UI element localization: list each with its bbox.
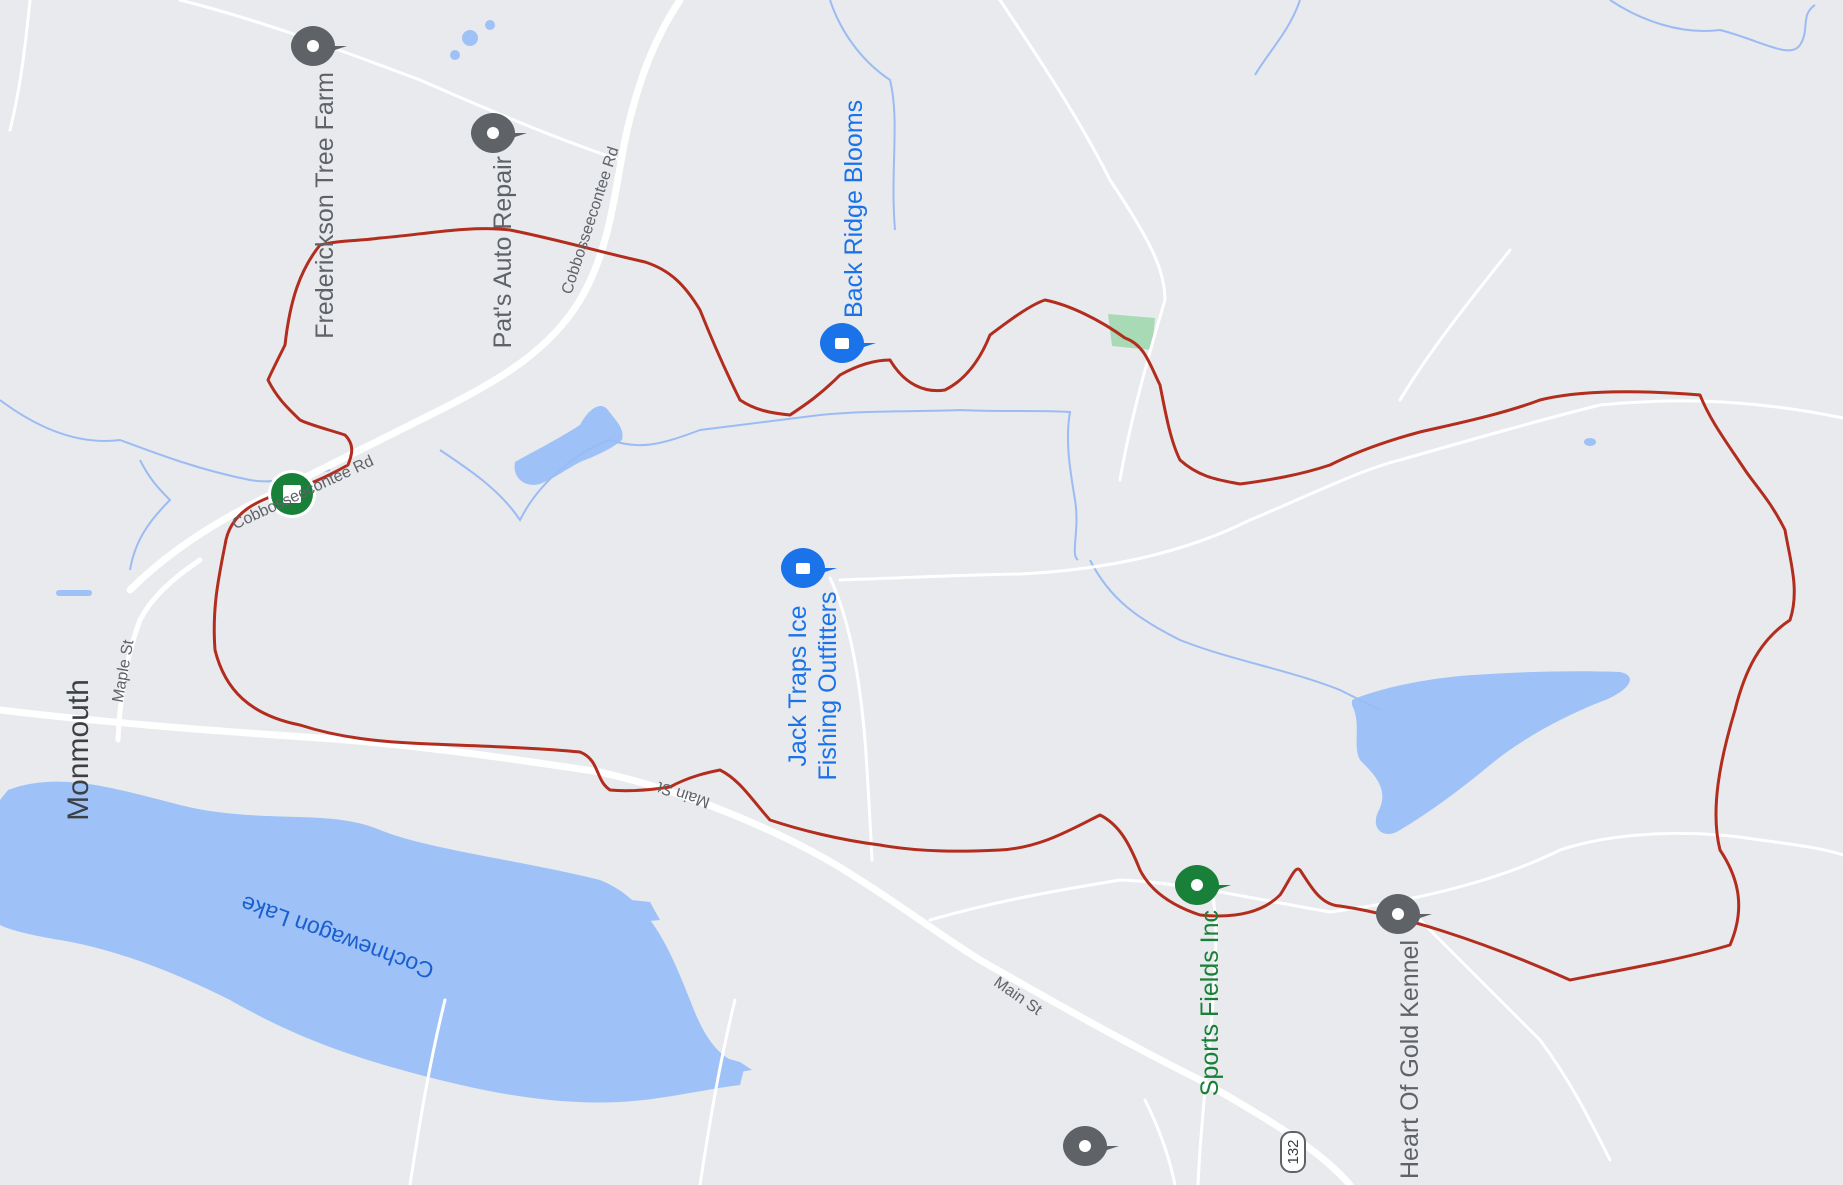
local-road	[1196, 878, 1218, 1185]
local-road	[408, 998, 447, 1185]
poi-pin-sports-fields[interactable]	[1175, 865, 1231, 905]
small-pond	[514, 405, 623, 485]
stop-square-icon	[283, 485, 301, 503]
route-shield-label: 132	[1285, 1139, 1302, 1164]
town-label-monmouth: Monmouth	[62, 679, 95, 821]
cochnewagon-lake	[0, 781, 745, 1103]
poi-label-back-ridge[interactable]: Back Ridge Blooms	[840, 100, 868, 318]
water-features	[0, 20, 1630, 1103]
route-start-marker[interactable]	[268, 470, 316, 518]
local-road	[1143, 1098, 1177, 1185]
local-road	[828, 576, 874, 862]
poi-label-sports-fields[interactable]: Sports Fields Inc	[1196, 910, 1224, 1096]
streams	[0, 0, 1816, 711]
stream	[1609, 0, 1816, 52]
local-road	[838, 458, 1402, 582]
poi-label-frederickson[interactable]: Frederickson Tree Farm	[311, 72, 339, 339]
stream	[829, 0, 896, 231]
eastern-pond	[1352, 671, 1630, 834]
local-road	[1418, 918, 1612, 1162]
cobbosseecontee-rd-road	[126, 0, 684, 594]
poi-pin-heart-of-gold[interactable]	[1376, 894, 1432, 934]
poi-pin-frederickson[interactable]	[291, 26, 347, 66]
bag-glyph	[796, 563, 810, 574]
tiny-pond	[715, 1055, 752, 1073]
stream	[439, 408, 1079, 561]
tiny-pond	[462, 30, 478, 46]
stream	[1254, 0, 1301, 76]
local-road	[1398, 399, 1843, 462]
pin-dot	[307, 40, 319, 52]
main-st-road	[0, 706, 1354, 1185]
poi-label-jack-traps-line: Fishing Outfitters	[814, 592, 842, 781]
poi-pin-pats-auto[interactable]	[471, 113, 527, 153]
local-road	[178, 0, 622, 162]
poi-label-heart-of-gold[interactable]: Heart Of Gold Kennel	[1396, 940, 1424, 1179]
route-line[interactable]	[212, 227, 1796, 982]
poi-label-pats-auto[interactable]: Pat's Auto Repair	[489, 156, 517, 348]
poi-pin-jack-traps[interactable]	[781, 548, 837, 588]
shield-outline	[1280, 1131, 1306, 1173]
local-road	[928, 831, 1843, 922]
stream	[1089, 559, 1381, 711]
pin-dot	[1079, 1140, 1091, 1152]
maple-st-road	[115, 557, 203, 743]
tiny-pond	[1584, 438, 1596, 446]
tiny-pond	[450, 50, 460, 60]
pin-dot	[487, 127, 499, 139]
local-road	[698, 998, 737, 1185]
bag-glyph	[835, 338, 849, 349]
poi-pin-unlabeled[interactable]	[1063, 1126, 1119, 1166]
local-road	[8, 0, 32, 132]
tiny-pond	[632, 900, 660, 922]
stream	[129, 459, 172, 571]
poi-pin-back-ridge[interactable]	[820, 323, 876, 363]
local-road	[1398, 248, 1512, 402]
poi-label-jack-traps[interactable]: Jack Traps Ice Fishing Outfitters	[784, 592, 842, 781]
local-road	[998, 0, 1167, 482]
tiny-pond	[485, 20, 495, 30]
tiny-pond	[56, 590, 92, 596]
park-area	[1108, 314, 1155, 350]
route-132-shield: 132	[1280, 1131, 1306, 1173]
pin-dot	[1392, 908, 1404, 920]
poi-label-jack-traps-line: Jack Traps Ice	[784, 605, 812, 766]
pin-dot	[1191, 879, 1203, 891]
